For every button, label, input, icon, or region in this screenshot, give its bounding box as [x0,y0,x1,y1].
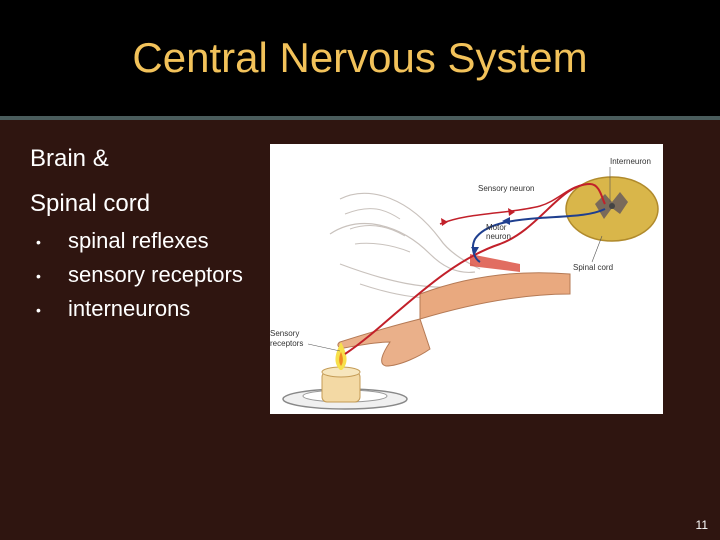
reflex-arc-illustration: Interneuron Sensory neuron Motor neuron … [270,144,663,414]
bullet-icon: • [36,302,41,319]
label-interneuron: Interneuron [610,157,651,166]
bullet-text: interneurons [68,296,191,321]
label-motor-neuron-1: Motor [486,223,507,232]
slide-title: Central Nervous System [132,34,588,81]
label-spinal-cord: Spinal cord [573,263,613,272]
label-sensory-receptors-2: receptors [270,339,303,348]
bullet-text: sensory receptors [68,262,243,287]
bullet-item: • sensory receptors [36,260,243,294]
subtitle-line-1: Brain & [30,145,109,172]
bullet-icon: • [36,234,41,251]
slide-number: 11 [695,518,708,532]
label-motor-neuron-2: neuron [486,232,511,241]
subtitle-line-2: Spinal cord [30,190,151,217]
label-sensory-neuron: Sensory neuron [478,184,534,193]
bullet-item: • interneurons [36,294,243,328]
bullet-icon: • [36,268,41,285]
bullet-text: spinal reflexes [68,228,209,253]
label-sensory-receptors-1: Sensory [270,329,299,338]
title-bar: Central Nervous System [0,0,720,120]
bullet-item: • spinal reflexes [36,226,243,260]
reflex-arc-svg: Interneuron Sensory neuron Motor neuron … [270,157,659,410]
bullet-list: • spinal reflexes • sensory receptors • int… [36,226,243,328]
